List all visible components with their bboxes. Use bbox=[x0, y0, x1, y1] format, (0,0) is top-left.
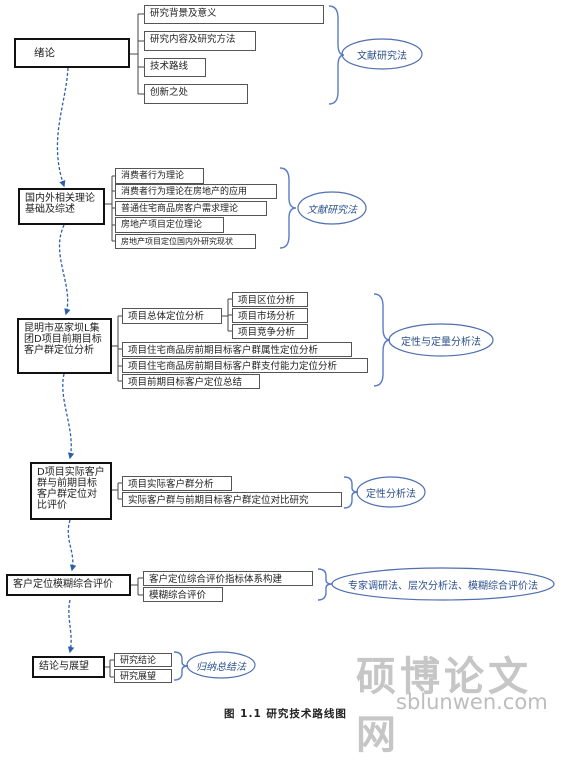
section-2-title: 国内外相关理论基础及综述 bbox=[18, 188, 105, 225]
section-4-item-1: 项目实际客户群分析 bbox=[122, 476, 232, 491]
section-3-item-4: 项目前期目标客户定位总结 bbox=[122, 374, 260, 389]
section-6-method: 归纳总结法 bbox=[196, 662, 246, 673]
section-4-title: D项目实际客户群与前期目标客户群定位对比评价 bbox=[30, 462, 112, 520]
figure-caption: 图 1.1 研究技术路线图 bbox=[224, 708, 347, 720]
section-3-item-3: 项目住宅商品房前期目标客户群支付能力定位分析 bbox=[122, 358, 368, 373]
section-4-method: 定性分析法 bbox=[366, 488, 416, 500]
section-5-title: 客户定位模糊综合评价 bbox=[6, 574, 131, 596]
section-1-item-1: 研究背景及意义 bbox=[144, 5, 324, 24]
section-3-item-1: 项目总体定位分析 bbox=[122, 308, 222, 324]
section-2-method: 文献研究法 bbox=[307, 204, 357, 216]
section-1-title: 绪论 bbox=[14, 38, 130, 68]
watermark-en: sblunwen.com bbox=[396, 690, 548, 714]
section-3-method: 定性与定量分析法 bbox=[401, 336, 481, 348]
section-1-item-4: 创新之处 bbox=[144, 84, 248, 104]
section-2-item-1: 消费者行为理论 bbox=[115, 168, 204, 184]
section-5-method: 专家调研法、层次分析法、模糊综合评价法 bbox=[348, 580, 538, 592]
section-2-item-5: 房地产项目定位国内外研究现状 bbox=[115, 234, 256, 249]
section-5-item-2: 模糊综合评价 bbox=[143, 587, 223, 602]
section-3-title: 昆明市巫家坝L集团D项目前期目标客户群定位分析 bbox=[17, 318, 112, 374]
section-1-method: 文献研究法 bbox=[357, 50, 407, 62]
diagram-connectors bbox=[56, 5, 555, 681]
section-6-item-2: 研究展望 bbox=[114, 669, 172, 683]
section-1-item-3: 技术路线 bbox=[144, 58, 206, 77]
section-5-item-1: 客户定位综合评价指标体系构建 bbox=[143, 571, 313, 586]
section-4-item-2: 实际客户群与前期目标客户群定位对比研究 bbox=[122, 492, 342, 507]
section-2-item-2: 消费者行为理论在房地产的应用 bbox=[115, 184, 277, 199]
section-6-title: 结论与展望 bbox=[32, 656, 105, 678]
watermark-cn: 硕博论文网 bbox=[356, 653, 532, 758]
section-2-item-3: 普通住宅商品房客户需求理论 bbox=[115, 201, 267, 216]
section-3-subitem-2: 项目市场分析 bbox=[232, 308, 308, 323]
section-3-subitem-3: 项目竞争分析 bbox=[232, 324, 308, 339]
section-1-item-2: 研究内容及研究方法 bbox=[144, 31, 256, 51]
section-3-item-2: 项目住宅商品房前期目标客户群属性定位分析 bbox=[122, 342, 352, 357]
section-6-item-1: 研究结论 bbox=[114, 653, 172, 667]
section-3-subitem-1: 项目区位分析 bbox=[232, 292, 308, 307]
section-2-item-4: 房地产项目定位理论 bbox=[115, 217, 224, 233]
